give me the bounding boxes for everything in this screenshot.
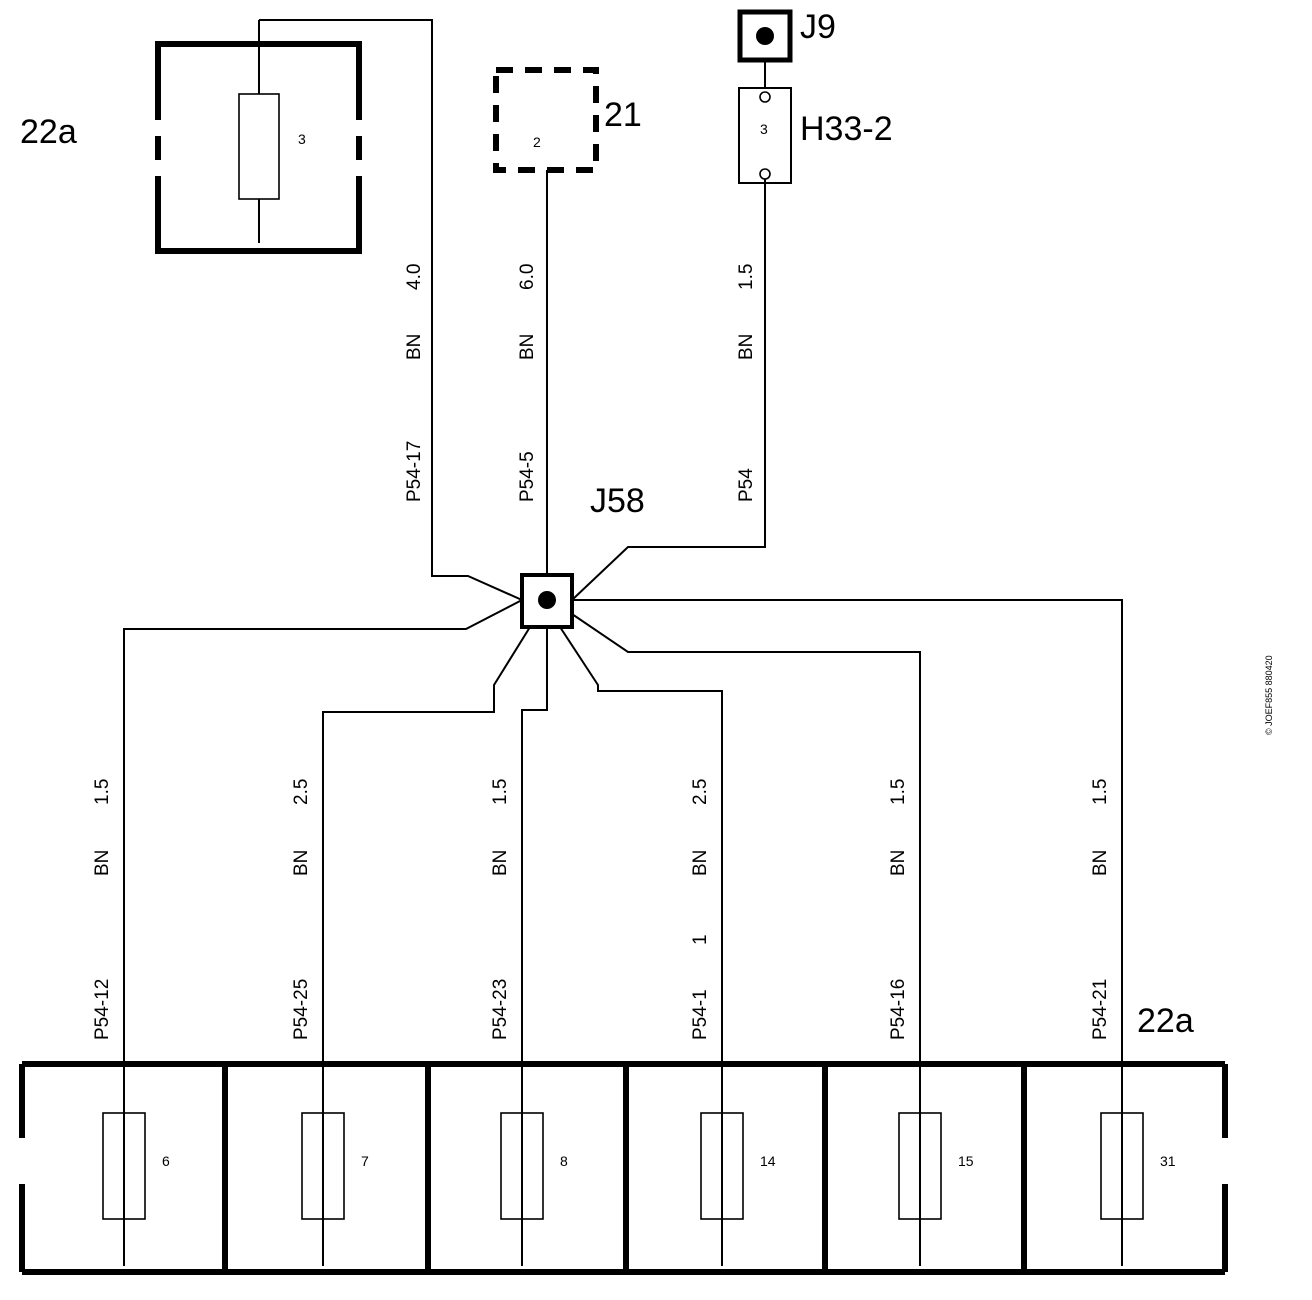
connector-j9 bbox=[737, 9, 793, 90]
fuse-number: 15 bbox=[958, 1153, 974, 1169]
fuse-number: 6 bbox=[162, 1153, 170, 1169]
relay-label: H33-2 bbox=[800, 110, 893, 148]
relay-pin: 3 bbox=[760, 121, 768, 137]
wire-p54 bbox=[571, 179, 766, 601]
fuse-number: 7 bbox=[361, 1153, 369, 1169]
wire-id-label: P54 bbox=[736, 468, 757, 502]
relay-h33-2: 3 bbox=[738, 87, 792, 184]
wire-color-label: BN bbox=[404, 334, 425, 360]
wire-p54-23 bbox=[521, 627, 548, 1266]
bottom-fuses: 6 7 8 14 15 31 bbox=[102, 1112, 1176, 1220]
wire-color-label: BN bbox=[517, 334, 538, 360]
component-21-label: 21 bbox=[604, 96, 642, 134]
wire-color-label: BN bbox=[291, 850, 312, 876]
unit-label-bottom: 22a bbox=[1137, 1002, 1194, 1040]
wire-p54-1 bbox=[559, 626, 723, 1266]
fuse-number: 14 bbox=[760, 1153, 776, 1169]
wire-size-label: 2.5 bbox=[291, 779, 312, 805]
wire-size-label: 4.0 bbox=[404, 264, 425, 290]
wire-color-label: BN bbox=[690, 850, 711, 876]
wire-p54-17 bbox=[259, 19, 523, 601]
fuse-number: 8 bbox=[560, 1153, 568, 1169]
wire-color-label: BN bbox=[92, 850, 113, 876]
wire-id-label: P54-25 bbox=[291, 979, 312, 1040]
wire-size-label: 2.5 bbox=[690, 779, 711, 805]
wire-color-label: BN bbox=[490, 850, 511, 876]
wire-color-label: BN bbox=[736, 334, 757, 360]
wire-p54-16 bbox=[571, 613, 921, 1266]
top-fuse-number: 3 bbox=[298, 131, 306, 147]
wire-size-label: 1.5 bbox=[92, 779, 113, 805]
j58-label: J58 bbox=[590, 482, 645, 520]
wire-color-label: BN bbox=[1090, 850, 1111, 876]
top-fuse-3 bbox=[238, 93, 280, 200]
wire-size-label: 6.0 bbox=[517, 264, 538, 290]
unit-label-top: 22a bbox=[20, 113, 77, 151]
wire-size-label: 1.5 bbox=[888, 779, 909, 805]
wire-id-label: P54-23 bbox=[490, 979, 511, 1040]
wire-size-label: 1.5 bbox=[1090, 779, 1111, 805]
wire-id-label: P54-5 bbox=[517, 451, 538, 502]
fuse-number: 31 bbox=[1160, 1153, 1176, 1169]
copyright-label: © JOEF855 880420 bbox=[1264, 655, 1274, 735]
wire-p54-25 bbox=[322, 626, 531, 1266]
bottom-fuse-box bbox=[19, 1061, 1228, 1275]
wire-id-label: P54-12 bbox=[92, 979, 113, 1040]
wire-id-label: P54-21 bbox=[1090, 979, 1111, 1040]
wire-size-label: 1.5 bbox=[736, 264, 757, 290]
component-21-pin: 2 bbox=[533, 134, 541, 150]
wire-id-label: P54-1 bbox=[690, 989, 711, 1040]
wire-id-label: P54-17 bbox=[404, 441, 425, 502]
wire-color-label: BN bbox=[888, 850, 909, 876]
splice-j58 bbox=[520, 573, 574, 629]
wire-p54-21 bbox=[572, 599, 1123, 1266]
wire-p54-12 bbox=[123, 599, 523, 1266]
wire-id-label: P54-16 bbox=[888, 979, 909, 1040]
component-21: 2 bbox=[493, 67, 599, 600]
top-fuse-box: 3 bbox=[155, 20, 362, 254]
wire-extra-label: 1 bbox=[690, 934, 711, 945]
j9-label: J9 bbox=[800, 8, 836, 46]
wire-size-label: 1.5 bbox=[490, 779, 511, 805]
